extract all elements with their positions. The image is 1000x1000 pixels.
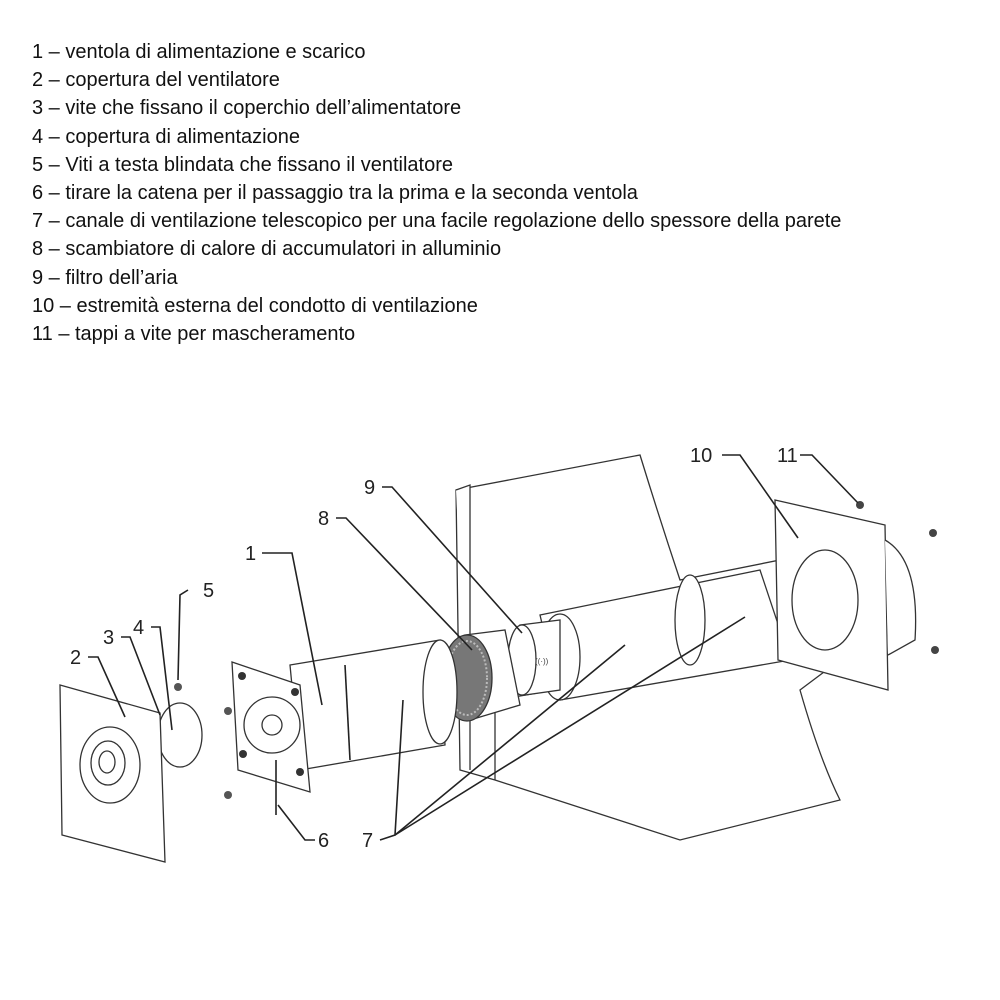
- legend-item-11: 11 – tappi a vite per mascheramento: [32, 323, 356, 346]
- callout-8: 8: [318, 508, 329, 530]
- callout-7: 7: [362, 830, 373, 852]
- callout-2: 2: [70, 647, 81, 669]
- fan-unit: [231, 661, 311, 815]
- legend-item-9: 9 – filtro dell’aria: [32, 266, 178, 289]
- fan-cover: [59, 684, 166, 863]
- callout-lines: [88, 454, 859, 841]
- legend-item-6: 6 – tirare la catena per il passaggio tr…: [32, 182, 638, 205]
- external-grille: [774, 499, 939, 691]
- callout-9: 9: [364, 477, 375, 499]
- legend-item-1: 1 – ventola di alimentazione e scarico: [32, 41, 366, 63]
- legend-item-2: 2 – copertura del ventilatore: [32, 69, 280, 92]
- legend-item-4: 4 – copertura di alimentazione: [32, 125, 300, 148]
- callout-labels: 1 2 3 4 5 6 7 8 9 10 11: [70, 445, 798, 852]
- callout-10: 10: [690, 445, 712, 467]
- legend-item-7: 7 – canale di ventilazione telescopico p…: [32, 210, 842, 233]
- callout-3: 3: [103, 627, 114, 649]
- legend-item-8: 8 – scambiatore di calore di accumulator…: [32, 238, 502, 261]
- callout-1: 1: [245, 543, 256, 565]
- telescopic-duct: [539, 569, 791, 701]
- legend-item-10: 10 – estremità esterna del condotto di v…: [32, 294, 478, 317]
- svg-text:((·)): ((·)): [535, 657, 549, 666]
- callout-11: 11: [777, 445, 798, 467]
- callout-5: 5: [203, 580, 214, 602]
- legend-item-3: 3 – vite che fissano il coperchio dell’a…: [32, 97, 462, 120]
- fan-duct: [289, 639, 458, 771]
- parts-legend: 1 – ventola di alimentazione e scarico 2…: [32, 38, 841, 348]
- legend-item-5: 5 – Viti a testa blindata che fissano il…: [32, 153, 453, 176]
- callout-4: 4: [133, 617, 144, 639]
- callout-6: 6: [318, 830, 329, 852]
